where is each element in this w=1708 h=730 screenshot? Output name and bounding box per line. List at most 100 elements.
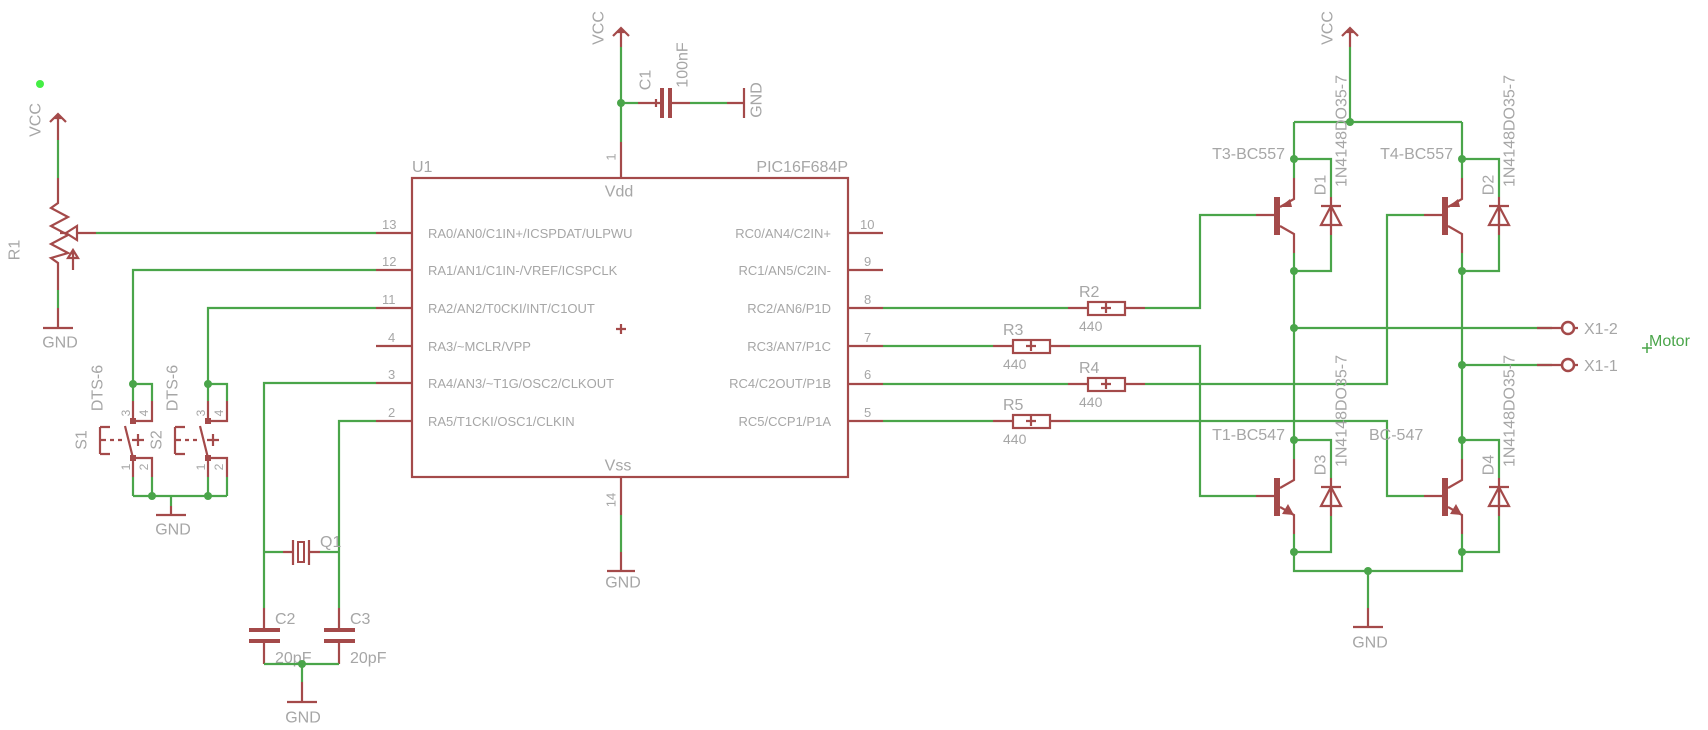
x1-1-label: X1-1 <box>1584 358 1618 375</box>
s2-label: S2 <box>149 430 166 450</box>
pin-10-num: 10 <box>860 217 874 232</box>
s2-pin4: 4 <box>212 409 226 416</box>
switch-s2[interactable]: DTS-6 S2 3 4 1 2 <box>149 365 229 496</box>
x1-2-label: X1-2 <box>1584 321 1618 338</box>
pin-ra2-label: RA2/AN2/T0CKI/INT/C1OUT <box>428 301 595 316</box>
pin-2-num: 2 <box>388 405 395 420</box>
net-ra1-wire[interactable] <box>131 268 376 384</box>
r4-value: 440 <box>1079 394 1103 410</box>
resistor-r4[interactable]: R4 440 <box>883 213 1424 410</box>
pin-ra1-label: RA1/AN1/C1IN-/VREF/ICSPCLK <box>428 263 618 278</box>
t4-label: T4-BC557 <box>1380 146 1453 163</box>
net-ra2-wire[interactable] <box>206 306 376 384</box>
s2-pin1: 1 <box>194 463 208 470</box>
pin-12-num: 12 <box>382 254 396 269</box>
ic-u1[interactable]: U1 PIC16F684P Vdd Vss 13 12 11 4 3 2 RA0… <box>376 159 883 479</box>
resistor-r3[interactable]: R3 440 <box>883 322 1256 498</box>
capacitor-c1[interactable]: C1 100nF GND <box>638 42 766 118</box>
s2-pin2: 2 <box>212 463 226 470</box>
c3-value: 20pF <box>350 650 387 667</box>
crystal-q1[interactable]: Q1 <box>264 534 341 565</box>
vss-label: Vss <box>605 458 632 475</box>
pin-4-num: 4 <box>388 330 395 345</box>
pin-3-num: 3 <box>388 367 395 382</box>
h-bridge-wires[interactable]: VCC GND <box>1290 11 1552 652</box>
s2-value: DTS-6 <box>165 365 182 411</box>
gnd-label: GND <box>42 335 78 352</box>
pin-rc4-label: RC4/C2OUT/P1B <box>729 376 831 391</box>
vdd-supply[interactable]: VCC 1 <box>591 11 728 178</box>
pin-7-num: 7 <box>864 330 871 345</box>
capacitor-c2[interactable]: C2 20pF <box>249 608 312 667</box>
d4-label: D4 <box>1481 455 1498 476</box>
d2-value: 1N4148DO35-7 <box>1502 75 1519 187</box>
pin-9-num: 9 <box>864 254 871 269</box>
pin-rc1-label: RC1/AN5/C2IN- <box>739 263 831 278</box>
transistor-t1[interactable] <box>1254 438 1343 554</box>
d4-value: 1N4148DO35-7 <box>1502 355 1519 467</box>
pin-11-num: 11 <box>382 292 396 307</box>
capacitor-c3[interactable]: C3 20pF <box>324 608 387 667</box>
resistor-r2[interactable]: R2 440 <box>883 213 1256 334</box>
r3-value: 440 <box>1003 356 1027 372</box>
u1-value: PIC16F684P <box>756 159 848 176</box>
t3-label: T3-BC557 <box>1212 146 1285 163</box>
d1-label: D1 <box>1313 175 1330 196</box>
vcc-label: VCC <box>28 103 45 137</box>
d3-value: 1N4148DO35-7 <box>1334 355 1351 467</box>
pin-ra5-label: RA5/T1CKI/OSC1/CLKIN <box>428 414 575 429</box>
s1-value: DTS-6 <box>90 365 107 411</box>
transistor-t3[interactable] <box>1254 157 1343 273</box>
net-osc2-wire[interactable] <box>262 381 376 608</box>
r2-value: 440 <box>1079 318 1103 334</box>
pin-8-num: 8 <box>864 292 871 307</box>
c1-value: 100nF <box>675 42 692 88</box>
transistor-t2[interactable] <box>1422 438 1511 554</box>
c2-label: C2 <box>275 611 296 628</box>
r1-potentiometer[interactable]: VCC R1 GND <box>7 103 97 352</box>
vcc-label: VCC <box>591 11 608 45</box>
gnd-label: GND <box>155 522 191 539</box>
t1-label: T1-BC547 <box>1212 427 1285 444</box>
r4-label: R4 <box>1079 360 1100 377</box>
net-osc1-wire[interactable] <box>337 419 376 608</box>
c3-label: C3 <box>350 611 371 628</box>
r5-value: 440 <box>1003 431 1027 447</box>
s1-label: S1 <box>74 430 91 450</box>
s2-pin3: 3 <box>194 409 208 416</box>
r5-label: R5 <box>1003 397 1024 414</box>
vdd-label: Vdd <box>605 184 633 201</box>
motor-connector[interactable]: X1-2 X1-1 Motor <box>1537 320 1691 375</box>
motor-label: Motor <box>1649 333 1691 350</box>
pin-rc2-label: RC2/AN6/P1D <box>747 301 831 316</box>
u1-label: U1 <box>412 159 433 176</box>
pin-rc0-label: RC0/AN4/C2IN+ <box>735 226 831 241</box>
pin-rc5-label: RC5/CCP1/P1A <box>739 414 832 429</box>
vcc-label: VCC <box>1320 11 1337 45</box>
t2-label: BC-547 <box>1369 427 1423 444</box>
gnd-label: GND <box>285 710 321 727</box>
gnd-label: GND <box>749 82 766 118</box>
gnd-label: GND <box>605 575 641 592</box>
origin-marker <box>36 80 44 88</box>
gnd-label: GND <box>1352 635 1388 652</box>
pin-ra0-label: RA0/AN0/C1IN+/ICSPDAT/ULPWU <box>428 226 633 241</box>
s1-pin2: 2 <box>137 463 151 470</box>
q1-label: Q1 <box>320 534 341 551</box>
pin-5-num: 5 <box>864 405 871 420</box>
d1-value: 1N4148DO35-7 <box>1334 75 1351 187</box>
switch-s1[interactable]: DTS-6 S1 3 4 1 2 <box>74 365 154 496</box>
osc-gnd: GND <box>264 660 339 727</box>
s1-pin3: 3 <box>119 409 133 416</box>
r1-label: R1 <box>7 240 24 261</box>
vss-pin-num: 14 <box>604 493 619 507</box>
resistor-r5[interactable]: R5 440 <box>883 397 1424 498</box>
pin-13-num: 13 <box>382 217 396 232</box>
pin-6-num: 6 <box>864 367 871 382</box>
pin-rc3-label: RC3/AN7/P1C <box>747 339 831 354</box>
r2-label: R2 <box>1079 284 1100 301</box>
transistor-t4[interactable] <box>1422 157 1511 273</box>
r3-label: R3 <box>1003 322 1024 339</box>
vss-gnd: 14 GND <box>604 477 641 592</box>
